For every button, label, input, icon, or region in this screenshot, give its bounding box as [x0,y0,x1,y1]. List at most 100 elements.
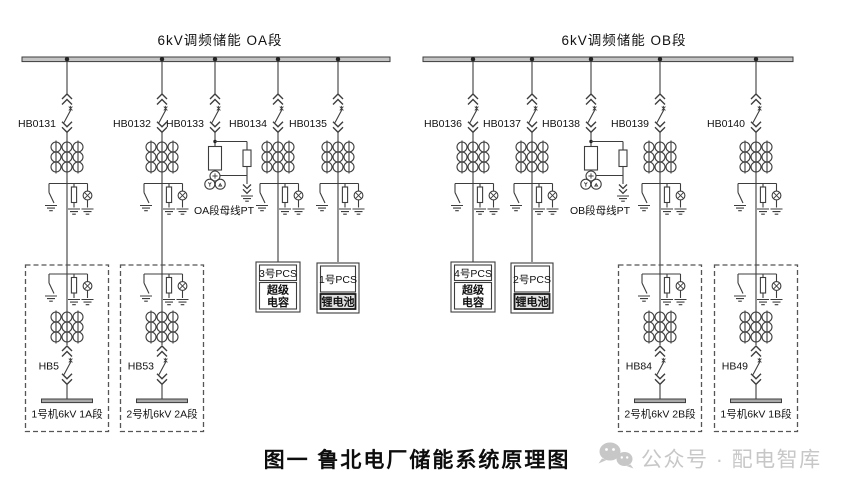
breaker-icon [272,93,285,134]
breaker-icon [750,93,763,134]
breaker-icon [467,93,480,134]
breaker-icon [654,345,667,385]
earthing-branch-icon [451,184,500,215]
ct-icon [321,139,355,175]
feeder-label: HB0137 [483,118,521,130]
earthing-branch-icon [45,184,94,215]
wechat-icon [598,442,634,469]
ct-icon [50,309,84,345]
feeder-hb0139: HB0139 HB84 2号机6kV 2B段 [611,57,703,433]
feeder-hb0138: HB0138 OB段母线PT [542,57,631,217]
pcs-type-label: 电容 [267,295,289,309]
feeder-label: HB0133 [166,118,204,130]
breaker-icon [526,93,539,134]
machine-section-1a: HB5 1号机6kV 1A段 [24,264,110,433]
section-breaker-label: HB84 [626,361,652,373]
ct-icon [643,139,677,175]
bus-oa: 6kV调频储能 OA段 [21,33,391,63]
feeder-hb0134: HB0134 3号PCS 超级 电容 [229,57,305,313]
pcs-name-label: 4号PCS [454,268,492,280]
feeder-hb0132: HB0132 HB53 2号机6kV 2A段 [113,57,205,433]
pcs-type-label: 锂电池 [516,295,549,309]
breaker-icon [156,345,169,385]
bus-oa-title: 6kV调频储能 OA段 [157,33,282,48]
pt-label: OA段母线PT [194,204,255,217]
figure-caption: 图一 鲁北电厂储能系统原理图 [264,448,571,472]
watermark-text: 公众号 · 配电智库 [641,449,822,472]
pcs-type-label: 超级 [461,283,485,297]
breaker-icon [750,345,763,385]
feeder-label: HB0136 [424,118,462,130]
pcs-type-label: 锂电池 [322,295,355,309]
breaker-icon [61,345,74,385]
earthing-branch-icon [638,274,687,305]
feeder-label: HB0135 [289,118,327,130]
earthing-branch-icon [256,184,305,215]
earthing-branch-icon [316,184,365,215]
ground-icon [240,195,254,202]
section-label: 2号机6kV 2A段 [126,408,198,421]
section-label: 1号机6kV 1A段 [31,408,103,421]
arrester-icon [618,183,628,194]
section-label: 2号机6kV 2B段 [624,408,696,421]
pt-icon [580,170,602,190]
pcs-box-1: 1号PCS 锂电池 [316,262,360,314]
pcs-type-label: 电容 [462,295,484,309]
ct-icon [456,139,490,175]
ct-icon [145,309,179,345]
feeder-hb0137: HB0137 2号PCS 锂电池 [483,57,558,314]
ct-icon [739,309,773,345]
pt-label: OB段母线PT [570,204,631,217]
pcs-box-3: 3号PCS 超级 电容 [255,261,301,313]
ct-icon [643,309,677,345]
pt-icon [204,170,226,190]
section-breaker-label: HB49 [722,361,748,373]
breaker-icon [332,93,345,134]
watermark: 公众号 · 配电智库 [598,442,822,472]
earthing-branch-icon [140,184,189,215]
machine-section-1b: HB49 1号机6kV 1B段 [713,264,799,433]
ct-icon [145,139,179,175]
feeder-label: HB0134 [229,118,267,130]
ct-icon [739,139,773,175]
ground-icon [616,195,630,202]
bus-ob: 6kV调频储能 OB段 [422,33,794,63]
ct-icon [50,139,84,175]
section-label: 1号机6kV 1B段 [720,408,792,421]
feeder-label: HB0140 [707,118,745,130]
breaker-icon [209,93,222,134]
feeder-hb0131: HB0131 HB5 1号机6kV 1A段 [18,57,110,433]
pcs-name-label: 1号PCS [319,274,357,286]
machine-section-2b: HB84 2号机6kV 2B段 [617,264,703,433]
pcs-box-4: 4号PCS 超级 电容 [450,261,496,313]
earthing-branch-icon [734,274,783,305]
machine-section-2a: HB53 2号机6kV 2A段 [119,264,205,433]
ct-icon [515,139,549,175]
breaker-icon [61,93,74,134]
arrester-icon [242,183,252,194]
feeder-hb0133: HB0133 OA段母线PT [166,57,255,217]
earthing-branch-icon [140,274,189,305]
earthing-branch-icon [638,184,687,215]
pcs-box-2: 2号PCS 锂电池 [510,262,554,314]
pcs-name-label: 3号PCS [259,268,297,280]
breaker-icon [654,93,667,134]
pcs-name-label: 2号PCS [513,274,551,286]
feeder-hb0135: HB0135 1号PCS 锂电池 [289,57,365,314]
feeder-hb0140: HB0140 HB49 1号机6kV 1B段 [707,57,799,433]
earthing-branch-icon [45,274,94,305]
feeder-label: HB0138 [542,118,580,130]
earthing-branch-icon [734,184,783,215]
feeder-hb0136: HB0136 4号PCS 超级 电容 [424,57,500,313]
feeder-label: HB0139 [611,118,649,130]
ct-icon [261,139,295,175]
bus-ob-title: 6kV调频储能 OB段 [561,33,686,48]
feeder-label: HB0131 [18,118,56,130]
section-breaker-label: HB5 [39,361,60,373]
section-breaker-label: HB53 [128,361,154,373]
feeder-label: HB0132 [113,118,151,130]
breaker-icon [585,93,598,134]
pcs-type-label: 超级 [266,283,290,297]
